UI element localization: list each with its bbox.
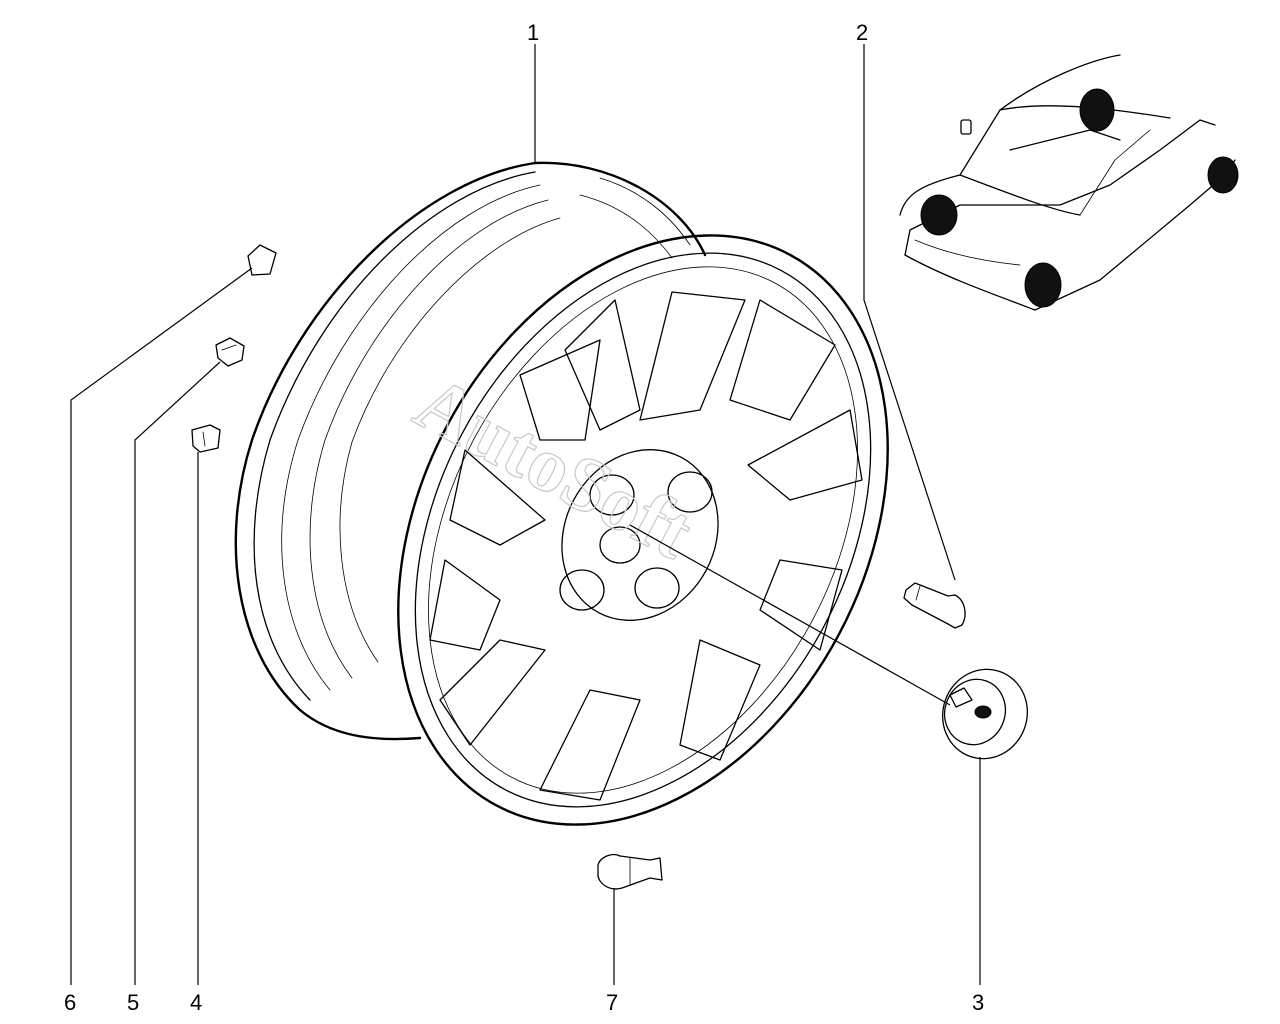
- part-3-centre-cap: [941, 668, 1029, 760]
- callout-5: 5: [127, 990, 139, 1015]
- wheel-rim: [397, 234, 889, 826]
- callout-2: 2: [856, 20, 868, 45]
- part-7-bolt: [597, 853, 663, 890]
- callout-4: 4: [190, 990, 202, 1015]
- tyre: [234, 161, 707, 741]
- part-2-wheel-bolt: [903, 582, 966, 629]
- part-4-clip: [191, 424, 221, 453]
- callout-3: 3: [972, 990, 984, 1015]
- part-6-valve-cap: [247, 244, 277, 276]
- car-thumbnail: [899, 54, 1239, 311]
- callout-7: 7: [606, 990, 618, 1015]
- part-5-valve: [215, 337, 245, 367]
- callout-6: 6: [64, 990, 76, 1015]
- leader-lines: [70, 44, 981, 985]
- callouts: 1 2 3 4 5 6 7: [64, 20, 984, 1015]
- callout-1: 1: [527, 20, 539, 45]
